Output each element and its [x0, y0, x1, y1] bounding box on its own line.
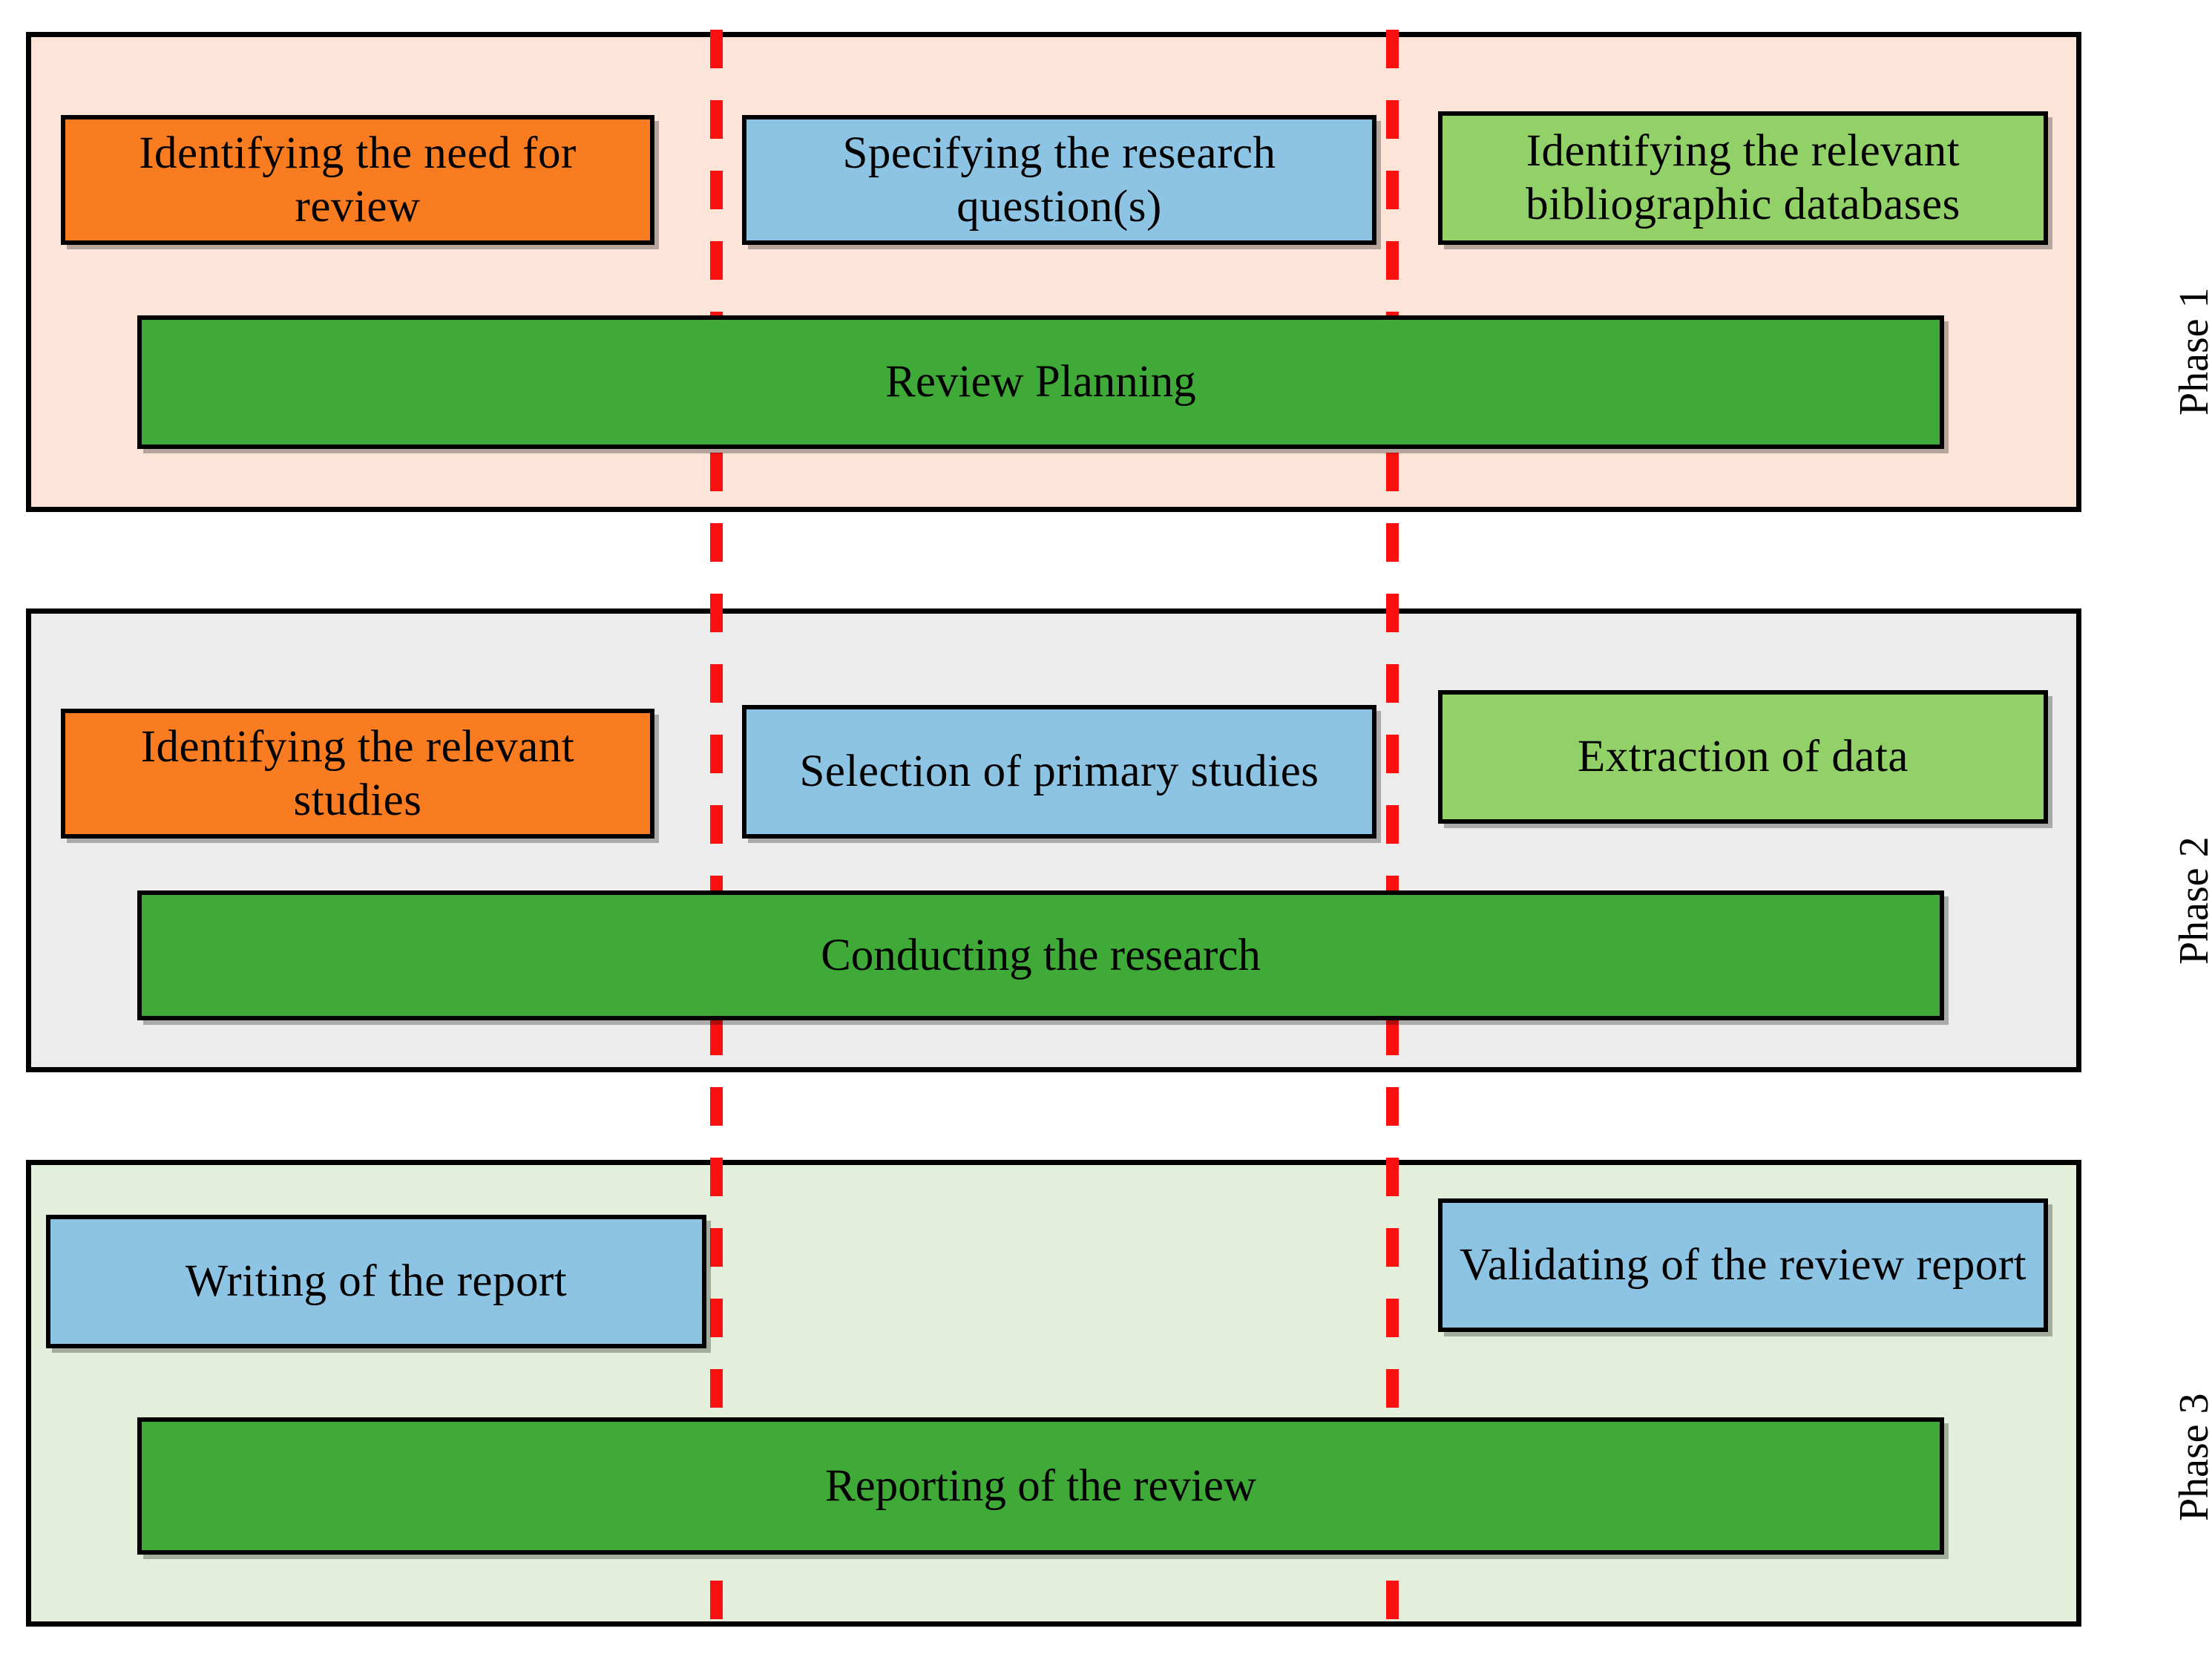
band-label: Review Planning [885, 357, 1196, 407]
step-label: Selection of primary studies [799, 747, 1319, 797]
step-label: Specifying the research question(s) [842, 128, 1276, 232]
band-review-planning[interactable]: Review Planning [137, 315, 1944, 449]
band-reporting-review[interactable]: Reporting of the review [137, 1417, 1944, 1555]
step-box-selection-primary[interactable]: Selection of primary studies [742, 705, 1376, 839]
phase-3-label: Phase 3 [2171, 1393, 2212, 1521]
step-box-identify-databases[interactable]: Identifying the relevant bibliographic d… [1438, 111, 2048, 245]
step-label: Identifying the need for review [139, 128, 577, 232]
step-label: Writing of the report [185, 1256, 568, 1307]
step-label: Extraction of data [1578, 732, 1909, 782]
red-dashed-separator-right [1386, 30, 1399, 1631]
phase-1-label: Phase 1 [2171, 287, 2212, 416]
band-label: Reporting of the review [824, 1460, 1257, 1511]
band-conducting-research[interactable]: Conducting the research [137, 890, 1944, 1020]
step-label: Validating of the review report [1459, 1240, 2027, 1290]
step-box-specify-question[interactable]: Specifying the research question(s) [742, 115, 1376, 245]
step-box-identify-need[interactable]: Identifying the need for review [61, 115, 654, 245]
step-box-validating-report[interactable]: Validating of the review report [1438, 1198, 2048, 1332]
band-label: Conducting the research [821, 930, 1261, 980]
step-label: Identifying the relevant bibliographic d… [1526, 126, 1960, 229]
step-label: Identifying the relevant studies [140, 721, 575, 825]
step-box-extraction-data[interactable]: Extraction of data [1438, 690, 2048, 824]
phase-2-label: Phase 2 [2171, 836, 2212, 965]
red-dashed-separator-left [710, 30, 723, 1631]
step-box-writing-report[interactable]: Writing of the report [46, 1215, 706, 1348]
step-box-identify-studies[interactable]: Identifying the relevant studies [61, 709, 654, 839]
